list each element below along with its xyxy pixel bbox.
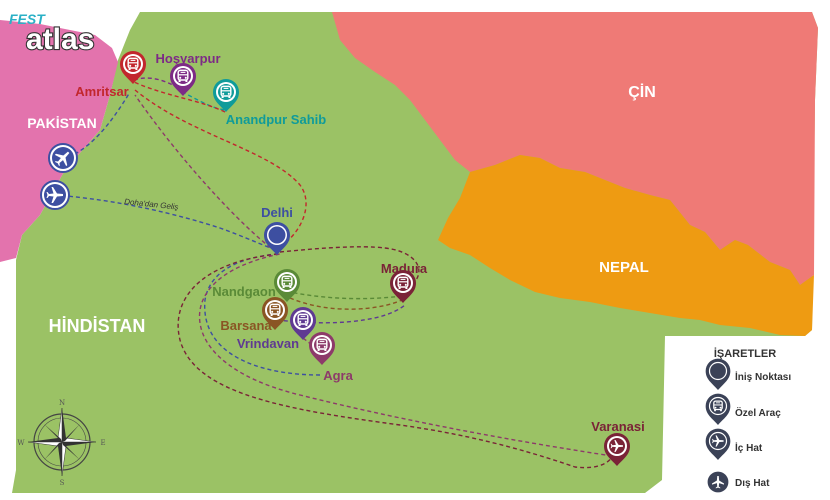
city-label-madura: Madura [381, 261, 428, 276]
country-label-india: HİNDİSTAN [49, 316, 146, 336]
city-label-anandpur-sahib: Anandpur Sahib [226, 112, 326, 127]
route-madura-nandgaon [289, 291, 403, 300]
city-label-amritsar: Amritsar [75, 84, 128, 99]
pin-hosyarpur[interactable] [170, 63, 196, 96]
route-anandpur-amritsar [133, 81, 226, 113]
fest-atlas-logo: FEST atlas [9, 11, 95, 57]
city-label-hosyarpur: Hoşyarpur [155, 51, 220, 66]
country-label-china: ÇİN [628, 83, 656, 101]
legend-label-private-vehicle: Özel Araç [735, 406, 781, 419]
route-delhi-varanasi [177, 253, 617, 469]
logo-fest-text: FEST [9, 11, 46, 27]
international-flight-icon [706, 470, 730, 494]
city-label-delhi: Delhi [261, 205, 293, 220]
city-label-vrindavan: Vrindavan [237, 336, 299, 351]
pin-nandgaon[interactable] [274, 269, 300, 302]
route-delhi-amritsar-return [134, 94, 277, 253]
compass-w: W [17, 439, 25, 447]
international-flight-marker-2[interactable] [40, 180, 70, 210]
legend-label-international: Dış Hat [735, 478, 770, 489]
international-flight-marker-1[interactable] [48, 143, 78, 173]
pin-vrindavan[interactable] [290, 307, 316, 340]
city-label-varanasi: Varanasi [591, 419, 645, 434]
city-label-agra: Agra [323, 368, 353, 383]
pin-barsana[interactable] [262, 297, 288, 330]
domestic-flight-icon [705, 428, 731, 460]
legend-panel: İŞARETLER İniş Noktası Özel Araç İç Hat [667, 340, 827, 497]
legend-label-landing: İniş Noktası [735, 370, 791, 383]
landing-point-icon [705, 358, 731, 390]
city-label-barsana: Barsana [220, 318, 272, 333]
route-amritsar-delhi [134, 89, 307, 249]
logo-atlas-text: atlas [26, 23, 94, 56]
pin-agra[interactable] [309, 332, 335, 365]
route-doha-delhi [54, 194, 277, 251]
nepal-region [438, 155, 814, 336]
compass-e: E [100, 439, 105, 447]
country-label-nepal: NEPAL [599, 259, 649, 276]
pin-madura[interactable] [390, 270, 416, 303]
private-vehicle-icon [705, 393, 731, 425]
route-delhi-madura [279, 246, 420, 291]
route-hosyarpur-anandpur [181, 91, 226, 111]
country-label-pakistan: PAKİSTAN [27, 115, 96, 131]
route-varanasi-return [198, 253, 613, 457]
legend-label-domestic: İç Hat [735, 441, 763, 454]
route-lines [54, 77, 617, 469]
pin-anandpur-sahib[interactable] [213, 79, 239, 112]
legend-title: İŞARETLER [714, 347, 776, 360]
compass-s: S [60, 479, 65, 487]
legend-item-landing: İniş Noktası [705, 358, 791, 390]
pin-delhi[interactable] [264, 222, 290, 255]
pin-varanasi[interactable] [604, 433, 630, 466]
china-region [332, 12, 818, 285]
route-nandgaon-barsana [289, 297, 403, 310]
pin-amritsar[interactable] [120, 51, 146, 84]
legend-item-private-vehicle: Özel Araç [705, 393, 781, 425]
city-label-nandgaon: Nandgaon [212, 284, 276, 299]
compass-rose-icon: N S E W [17, 399, 105, 487]
pakistan-region [0, 20, 118, 262]
legend-item-domestic: İç Hat [705, 428, 763, 460]
legend-item-international: Dış Hat [706, 470, 770, 494]
compass-n: N [59, 399, 65, 407]
